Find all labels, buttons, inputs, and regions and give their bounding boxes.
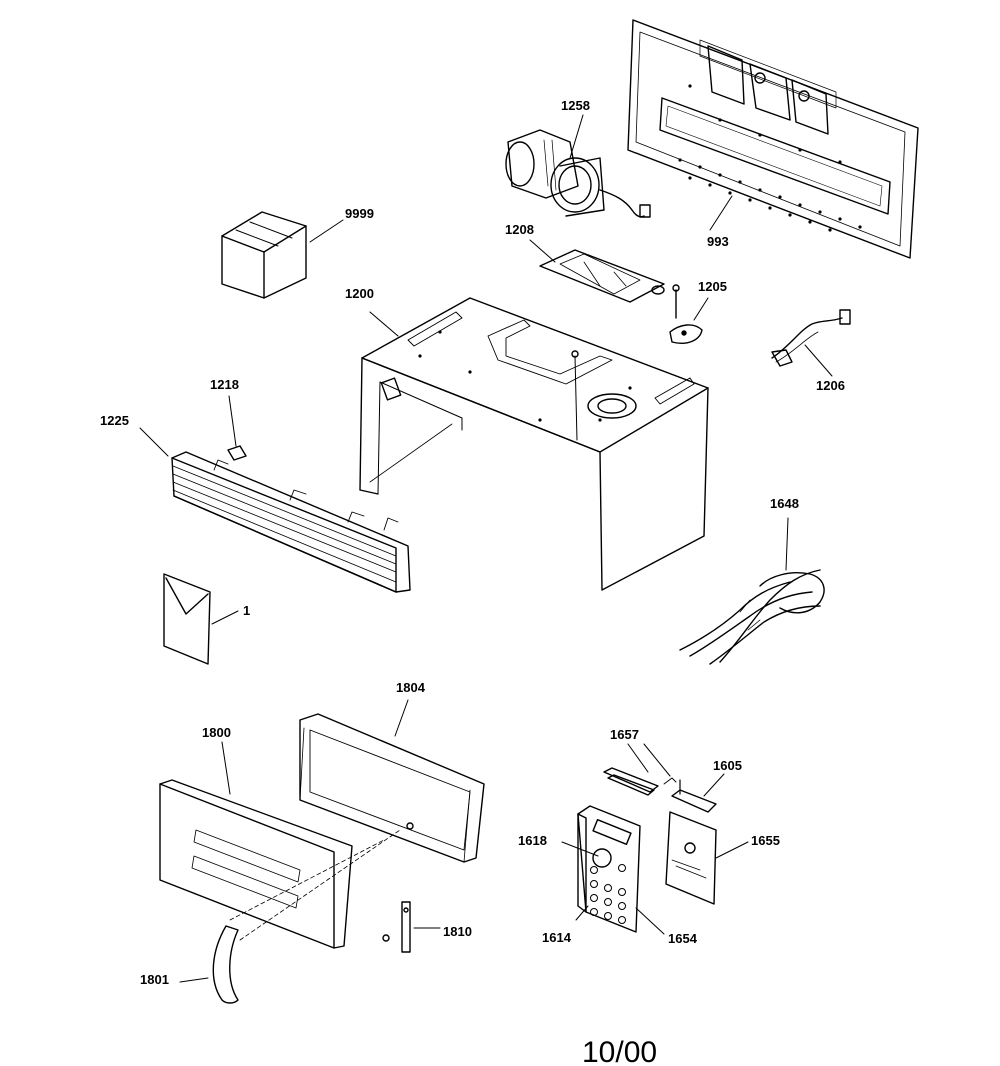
back-panel-holes [678,84,862,232]
label-1225: 1225 [100,413,129,428]
label-1614: 1614 [542,930,571,945]
revision-date: 10/00 [582,1036,658,1066]
label-1810: 1810 [443,924,472,939]
cabinet-1200 [360,298,708,590]
label-1655: 1655 [751,833,780,848]
label-1208: 1208 [505,222,534,237]
choke-seal-1801 [180,926,238,1003]
board-1605 [672,774,724,812]
manual-1 [164,574,238,664]
latch-1810 [383,902,440,952]
vent-grille-1225 [140,428,410,592]
label-1804: 1804 [396,680,425,695]
carton-9999 [222,212,343,298]
label-1801: 1801 [140,972,169,987]
label-1: 1 [243,603,251,618]
control-panel-1654 [562,806,664,934]
label-1218: 1218 [210,377,239,392]
label-1648: 1648 [770,496,799,511]
button-strip-1657 [604,744,676,795]
control-board-1655 [666,812,748,904]
label-1657: 1657 [610,727,639,742]
clip-1218 [228,396,246,460]
label-1200: 1200 [345,286,374,301]
label-993: 993 [707,234,729,249]
label-1800: 1800 [202,725,231,740]
blower-motor-1258 [506,115,650,217]
label-1618: 1618 [518,833,547,848]
label-1258: 1258 [561,98,590,113]
label-1205: 1205 [698,279,727,294]
label-1605: 1605 [713,758,742,773]
plate-1208 [530,240,664,302]
door-1800 [160,742,400,948]
label-9999: 9999 [345,206,374,221]
label-1206: 1206 [816,378,845,393]
power-cord-1206 [772,310,850,376]
back-panel-993 [628,20,918,258]
door-frame-1804 [300,700,484,862]
label-1654: 1654 [668,931,697,946]
bracket-1205 [670,285,708,343]
wire-harness-1648 [680,518,824,664]
